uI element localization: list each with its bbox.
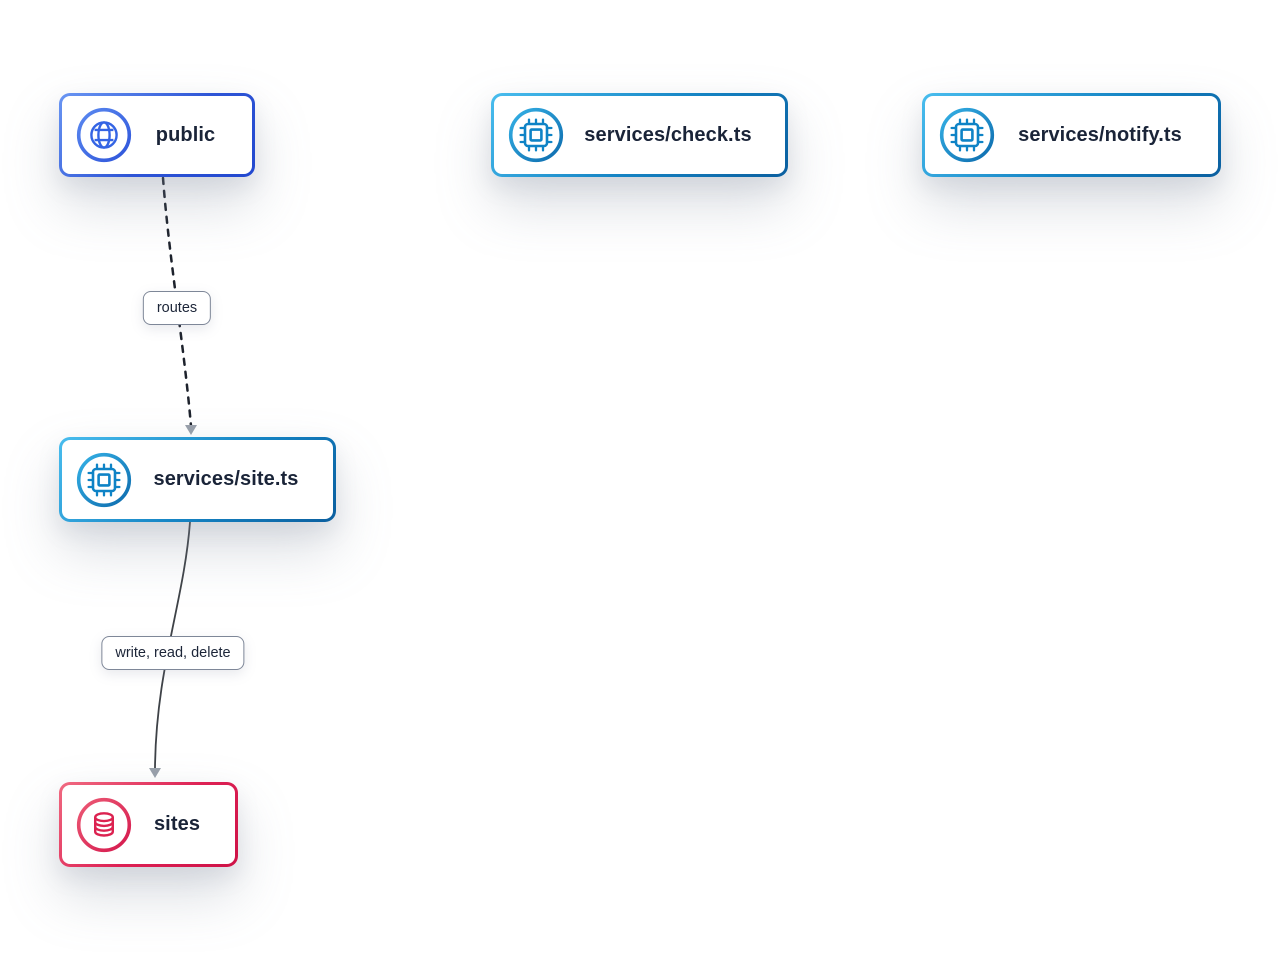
- node-label: services/notify.ts: [1018, 123, 1182, 146]
- edge-label-routes: routes: [142, 291, 212, 325]
- node-label: services/check.ts: [584, 123, 752, 146]
- edge-public-site-arrowhead: [185, 425, 197, 435]
- chip-icon: [939, 107, 995, 163]
- node-public-body: public: [62, 96, 252, 174]
- edge-label-write-read-delete: write, read, delete: [101, 636, 245, 670]
- globe-icon: [76, 107, 132, 163]
- database-icon: [76, 797, 132, 852]
- node-check-body: services/check.ts: [494, 96, 785, 174]
- node-service-notify[interactable]: services/notify.ts: [922, 93, 1221, 177]
- node-label: sites: [153, 813, 201, 835]
- edge-public-site: [161, 176, 193, 428]
- node-service-site[interactable]: services/site.ts: [59, 437, 336, 522]
- node-sites-body: sites: [62, 785, 235, 864]
- node-site-body: services/site.ts: [62, 440, 333, 519]
- chip-icon: [508, 107, 564, 163]
- edge-site-sites-arrowhead: [149, 768, 161, 778]
- node-database-sites[interactable]: sites: [59, 782, 238, 867]
- node-notify-body: services/notify.ts: [925, 96, 1218, 174]
- node-label: public: [155, 123, 216, 146]
- node-service-check[interactable]: services/check.ts: [491, 93, 788, 177]
- node-public-gateway[interactable]: public: [59, 93, 255, 177]
- node-label: services/site.ts: [153, 468, 299, 490]
- chip-icon: [76, 452, 132, 507]
